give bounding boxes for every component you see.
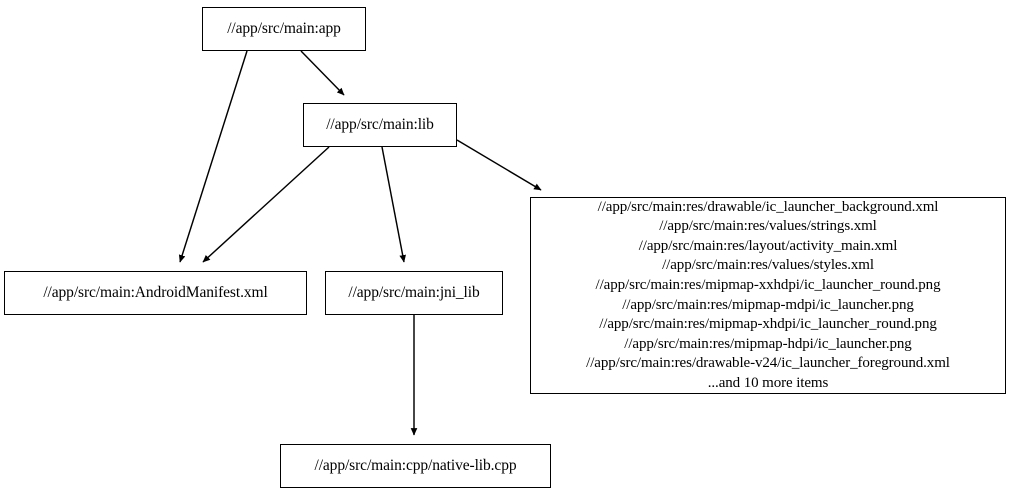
graph-node-app-label: //app/src/main:app — [227, 20, 341, 38]
graph-node-lib[interactable]: //app/src/main:lib — [303, 103, 457, 147]
graph-node-res-files[interactable]: //app/src/main:res/drawable/ic_launcher_… — [530, 197, 1006, 394]
edge-app-to-lib — [300, 50, 345, 96]
graph-node-native-lib-label: //app/src/main:cpp/native-lib.cpp — [314, 457, 517, 475]
edge-lib-to-res — [456, 139, 542, 191]
graph-node-res-files-label: //app/src/main:res/drawable/ic_launcher_… — [586, 198, 950, 391]
graph-node-jni-lib-label: //app/src/main:jni_lib — [348, 284, 480, 302]
graph-node-lib-label: //app/src/main:lib — [326, 116, 434, 134]
graph-node-jni-lib[interactable]: //app/src/main:jni_lib — [325, 271, 503, 315]
edge-app-to-manifest — [178, 50, 248, 263]
graph-node-android-manifest-label: //app/src/main:AndroidManifest.xml — [43, 284, 268, 302]
graph-node-android-manifest[interactable]: //app/src/main:AndroidManifest.xml — [4, 271, 307, 315]
graph-node-native-lib[interactable]: //app/src/main:cpp/native-lib.cpp — [280, 444, 551, 488]
edge-lib-to-manifest — [202, 146, 330, 263]
graph-node-app[interactable]: //app/src/main:app — [202, 7, 366, 51]
edge-lib-to-jni-lib — [381, 146, 406, 263]
